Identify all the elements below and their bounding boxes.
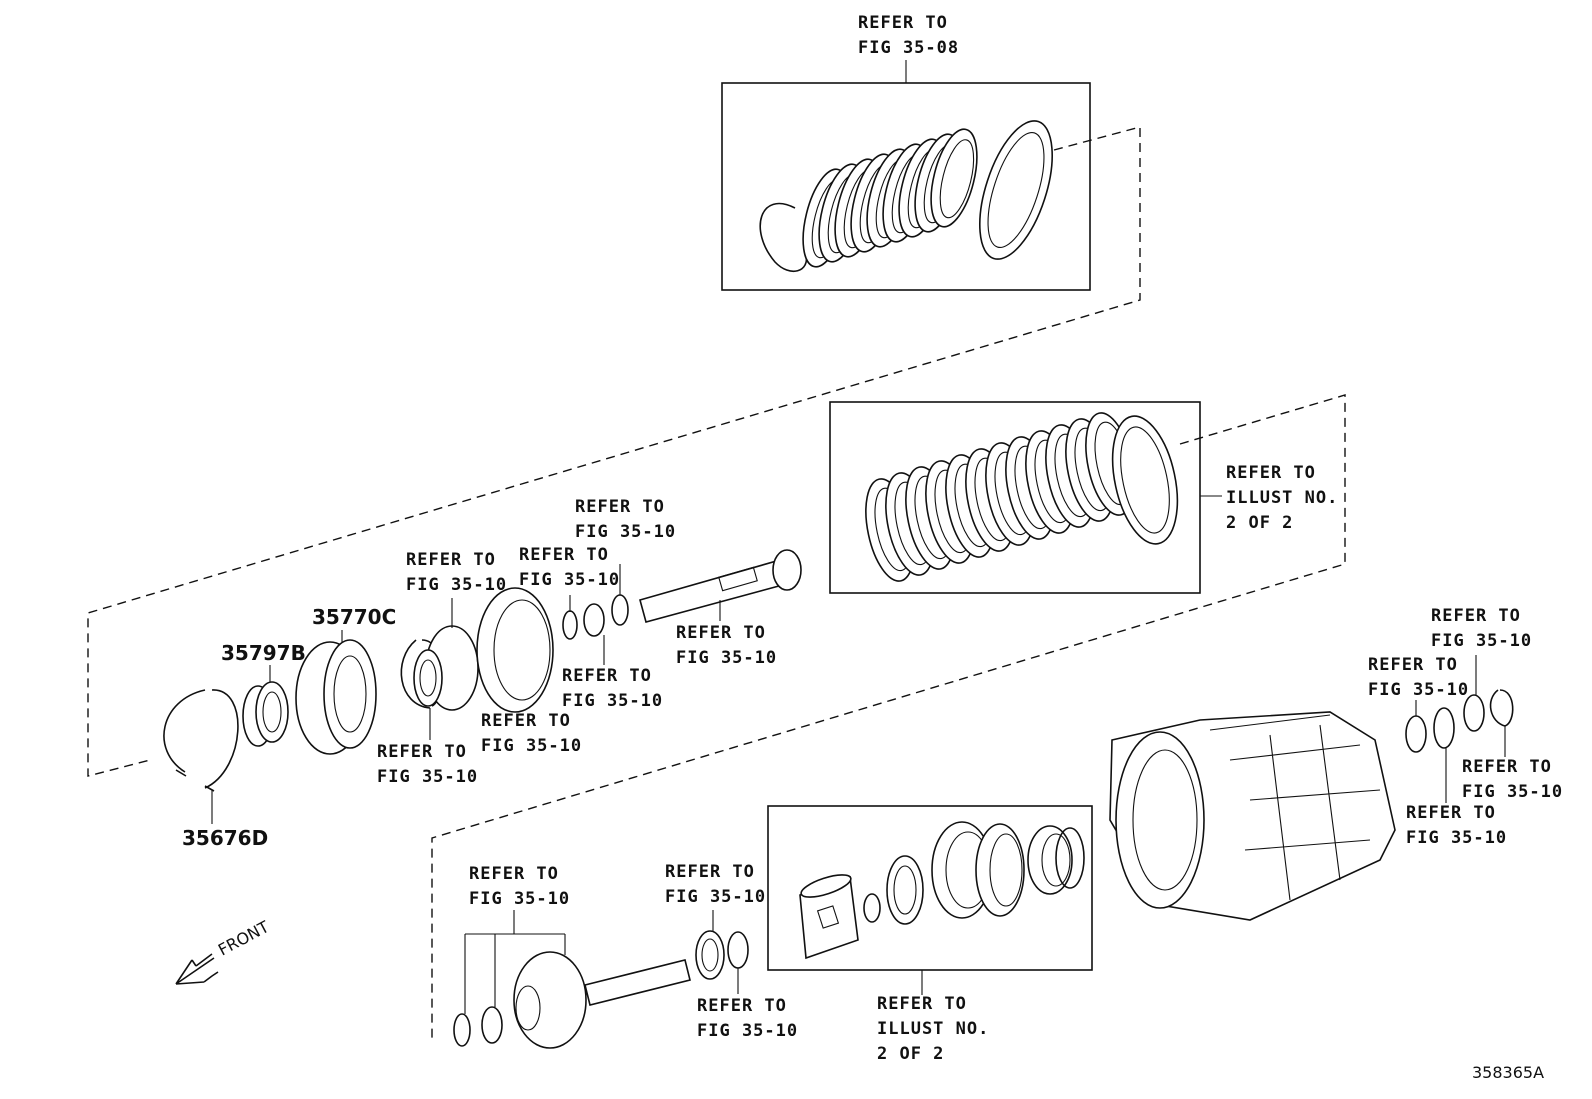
bearing-bottom (481, 1006, 503, 1044)
svg-text:FIG 35-10: FIG 35-10 (575, 522, 676, 542)
svg-text:FIG 35-08: FIG 35-08 (858, 38, 959, 58)
washer-small (562, 610, 578, 640)
callout-case-c: REFER TO FIG 35-10 (1462, 757, 1563, 802)
callout-washer-a: REFER TO FIG 35-10 (519, 545, 620, 590)
snap-ring-top (759, 202, 808, 273)
part-number-35770C: 35770C (312, 605, 396, 629)
figure-id: 358365A (1472, 1063, 1544, 1082)
svg-text:REFER TO: REFER TO (406, 550, 496, 570)
seal-ring (1027, 825, 1073, 895)
svg-text:REFER TO: REFER TO (1431, 606, 1521, 626)
callout-hub-a: REFER TO FIG 35-10 (406, 550, 507, 595)
svg-text:REFER TO: REFER TO (1226, 463, 1316, 483)
svg-text:FIG 35-10: FIG 35-10 (1368, 680, 1469, 700)
svg-text:ILLUST NO.: ILLUST NO. (1226, 488, 1338, 508)
seal-right (727, 931, 749, 969)
bottom-clutch-assembly (799, 821, 1085, 960)
callout-snap-a: REFER TO FIG 35-10 (377, 742, 478, 787)
svg-text:FIG 35-10: FIG 35-10 (519, 570, 620, 590)
case-seal-3 (1463, 694, 1485, 732)
svg-text:FIG 35-10: FIG 35-10 (562, 691, 663, 711)
svg-text:2 OF 2: 2 OF 2 (1226, 513, 1293, 533)
svg-text:REFER TO: REFER TO (858, 13, 948, 33)
pressure-plate-mid (1111, 415, 1179, 545)
callout-seal-b: REFER TO FIG 35-10 (665, 862, 766, 907)
svg-text:2 OF 2: 2 OF 2 (877, 1044, 944, 1064)
case-snap-ring (1489, 689, 1514, 727)
hub-assembly (413, 625, 479, 711)
callout-case-d: REFER TO FIG 35-10 (1406, 803, 1507, 848)
svg-text:REFER TO: REFER TO (877, 994, 967, 1014)
clutch-plate-top (930, 128, 978, 228)
front-arrow-icon (175, 953, 219, 985)
callout-washer-b: REFER TO FIG 35-10 (575, 497, 676, 542)
front-direction-indicator: FRONT (175, 917, 272, 985)
svg-text:FIG 35-10: FIG 35-10 (481, 736, 582, 756)
bearing-small (583, 603, 605, 637)
svg-text:REFER TO: REFER TO (575, 497, 665, 517)
svg-text:REFER TO: REFER TO (519, 545, 609, 565)
svg-text:REFER TO: REFER TO (665, 862, 755, 882)
leader-lines (211, 60, 1506, 1014)
svg-text:REFER TO: REFER TO (481, 711, 571, 731)
small-ring (863, 893, 881, 923)
callout-top-box: REFER TO FIG 35-08 (858, 13, 959, 58)
svg-text:REFER TO: REFER TO (469, 864, 559, 884)
piston-ring-top (979, 120, 1053, 260)
svg-text:FIG 35-10: FIG 35-10 (676, 648, 777, 668)
part-number-35797B: 35797B (221, 641, 306, 665)
callout-mid-box: REFER TO ILLUST NO. 2 OF 2 (1226, 463, 1338, 533)
input-shaft-assembly (513, 951, 691, 1049)
svg-text:FIG 35-10: FIG 35-10 (1462, 782, 1563, 802)
clutch-plate-top-inner (939, 139, 975, 219)
hub-gear (886, 855, 924, 925)
thrust-washer (611, 594, 629, 626)
case-seal-2 (1433, 707, 1455, 749)
seal-left (695, 930, 725, 980)
svg-text:REFER TO: REFER TO (377, 742, 467, 762)
callout-shaft-a: REFER TO FIG 35-10 (676, 623, 777, 668)
svg-text:FIG 35-10: FIG 35-10 (377, 767, 478, 787)
snap-ring-35676D (163, 689, 239, 792)
svg-text:ILLUST NO.: ILLUST NO. (877, 1019, 989, 1039)
svg-text:FIG 35-10: FIG 35-10 (406, 575, 507, 595)
callout-bearing-a: REFER TO FIG 35-10 (562, 666, 663, 711)
svg-text:REFER TO: REFER TO (676, 623, 766, 643)
top-clutch-pack (759, 120, 1053, 273)
case-seal-1 (1405, 715, 1427, 753)
svg-text:FIG 35-10: FIG 35-10 (697, 1021, 798, 1041)
svg-text:REFER TO: REFER TO (1462, 757, 1552, 777)
svg-text:FIG 35-10: FIG 35-10 (1406, 828, 1507, 848)
transmission-case (1109, 711, 1396, 921)
mid-clutch-pack (865, 412, 1179, 582)
callout-seal-c: REFER TO FIG 35-10 (697, 996, 798, 1041)
svg-text:REFER TO: REFER TO (562, 666, 652, 686)
svg-text:REFER TO: REFER TO (1406, 803, 1496, 823)
output-shaft (639, 549, 802, 623)
bottom-clutch-box (767, 805, 1093, 971)
svg-text:REFER TO: REFER TO (1368, 655, 1458, 675)
mid-clutch-box (829, 401, 1201, 594)
callout-case-a: REFER TO FIG 35-10 (1431, 606, 1532, 651)
front-label: FRONT (215, 917, 272, 960)
washer-bottom (453, 1013, 471, 1047)
ring-gear (476, 587, 554, 713)
gear-35770C (295, 639, 377, 755)
callout-gear-b: REFER TO FIG 35-10 (469, 864, 570, 909)
callout-case-b: REFER TO FIG 35-10 (1368, 655, 1469, 700)
bearing-35797B (242, 681, 289, 747)
guide-line-upper (87, 126, 1141, 777)
svg-text:REFER TO: REFER TO (697, 996, 787, 1016)
callout-bottom-box: REFER TO ILLUST NO. 2 OF 2 (877, 994, 989, 1064)
callout-drum-a: REFER TO FIG 35-10 (481, 711, 582, 756)
part-number-35676D: 35676D (182, 826, 268, 850)
svg-text:FIG 35-10: FIG 35-10 (665, 887, 766, 907)
svg-text:FIG 35-10: FIG 35-10 (1431, 631, 1532, 651)
svg-text:FIG 35-10: FIG 35-10 (469, 889, 570, 909)
